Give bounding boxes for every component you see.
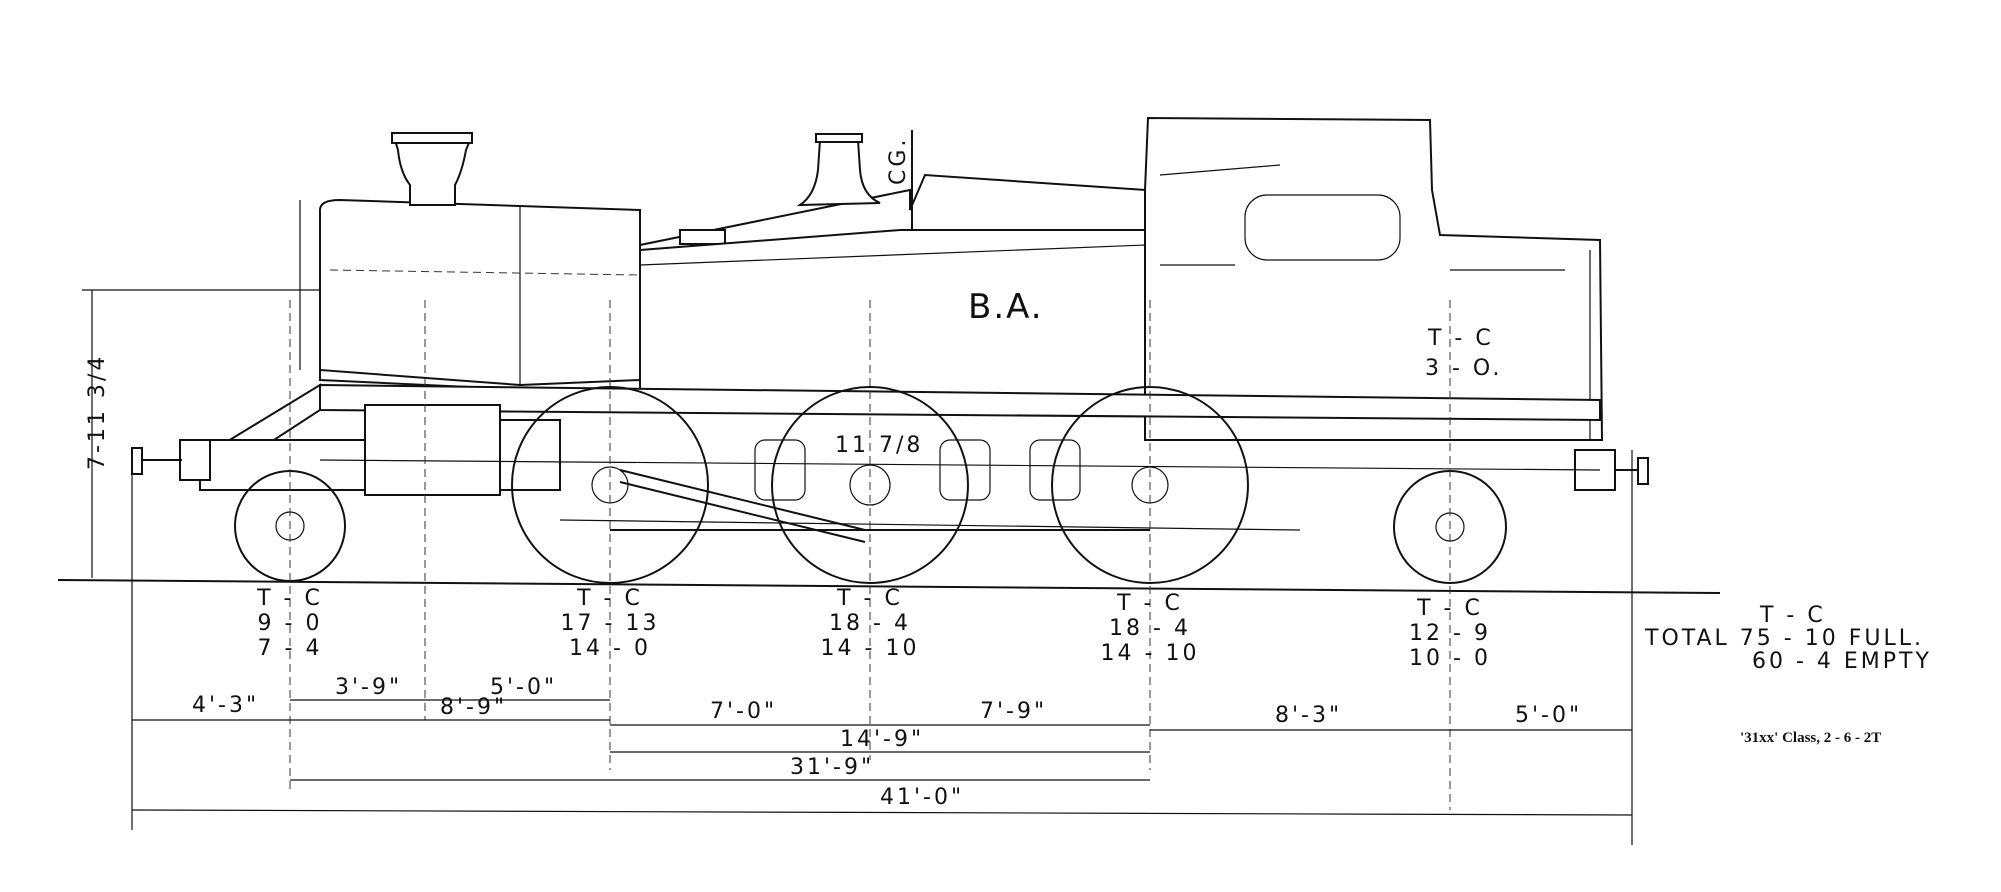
axle-weight-rear-pony: T - C 12 - 9 10 - 0 [1409,596,1491,671]
dim-5-0-front: 5'-0" [490,675,557,700]
dim-3-9: 3'-9" [335,675,402,700]
dim-31-9: 31'-9" [790,755,874,780]
axle-weight-driver-3: T - C 18 - 4 14 - 10 [1101,591,1200,666]
dim-7-9: 7'-9" [980,699,1047,724]
svg-text:T - C: T - C [576,586,643,611]
height-dimension: 7-11 3/4 [82,289,320,578]
locomotive-outline [131,116,1649,531]
svg-text:T - C: T - C [256,586,323,611]
axle-weight-driver-2: T - C 18 - 4 14 - 10 [821,586,920,661]
dimension-lines: 4'-3" 3'-9" 5'-0" 8'-9" 7'-0" 7'-9" 8'-3… [131,675,1633,816]
svg-text:14 - 0: 14 - 0 [569,636,651,661]
svg-text:60 - 4 EMPTY: 60 - 4 EMPTY [1752,649,1932,674]
svg-text:12 - 9: 12 - 9 [1409,621,1491,646]
cab-weight-tc: T - C [1427,326,1494,351]
axle-weight-front-pony: T - C 9 - 0 7 - 4 [256,586,323,661]
dim-7-0: 7'-0" [710,699,777,724]
piston-dimension-label: 11 7/8 [835,433,923,458]
svg-text:10 - 0: 10 - 0 [1409,646,1491,671]
dim-4-3: 4'-3" [192,693,259,718]
total-weights: T - C TOTAL 75 - 10 FULL. 60 - 4 EMPTY [1644,603,1932,674]
tank-lettering: B.A. [968,287,1044,327]
dim-14-9: 14'-9" [840,727,924,752]
svg-text:18 - 4: 18 - 4 [1109,616,1191,641]
cg-label: CG. [886,137,911,185]
dim-41-0: 41'-0" [880,785,964,810]
svg-text:TOTAL 75 - 10 FULL.: TOTAL 75 - 10 FULL. [1644,626,1924,651]
svg-text:9 - 0: 9 - 0 [258,611,323,636]
dim-8-3: 8'-3" [1275,703,1342,728]
svg-text:7 - 4: 7 - 4 [258,636,323,661]
dim-8-9: 8'-9" [440,695,507,720]
cab-weight-value: 3 - O. [1425,356,1502,381]
rail-line [57,579,1721,594]
driving-wheel-2 [771,386,969,584]
height-dimension-label: 7-11 3/4 [85,354,110,470]
axle-weight-driver-1: T - C 17 - 13 14 - 0 [561,586,660,661]
dim-5-0-rear: 5'-0" [1515,703,1582,728]
svg-text:T - C: T - C [836,586,903,611]
svg-text:18 - 4: 18 - 4 [829,611,911,636]
svg-text:14 - 10: 14 - 10 [821,636,920,661]
driving-wheel-3 [1051,386,1249,584]
driving-wheel-1 [511,386,709,584]
svg-text:14 - 10: 14 - 10 [1101,641,1200,666]
svg-text:17 - 13: 17 - 13 [561,611,660,636]
svg-text:T - C: T - C [1116,591,1183,616]
reference-lines [131,300,1633,845]
diagram-caption: '31xx' Class, 2 - 6 - 2T [1740,730,1881,746]
svg-text:T - C: T - C [1759,603,1826,628]
svg-text:T - C: T - C [1416,596,1483,621]
